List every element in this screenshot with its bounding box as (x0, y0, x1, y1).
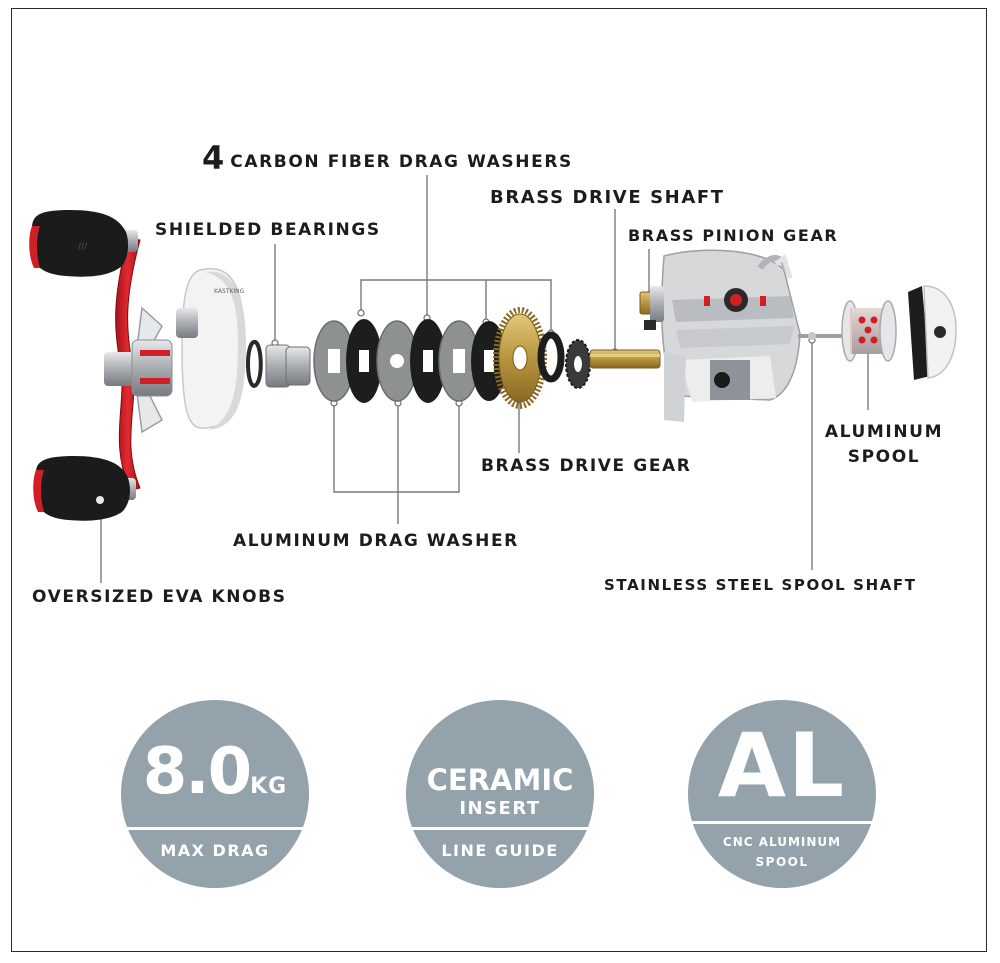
aluminum-spool-line2: SPOOL (847, 446, 921, 467)
carbon-drag-washer-4 (537, 331, 565, 383)
label-shielded-bearings: SHIELDED BEARINGS (155, 220, 381, 240)
al-caption-line1: CNC ALUMINUM (722, 835, 842, 849)
small-clip (246, 339, 263, 389)
brass-drive-shaft (589, 349, 661, 369)
aluminum-spool (841, 300, 897, 362)
side-plate: KASTKING (176, 267, 246, 430)
label-brass-drive-shaft: BRASS DRIVE SHAFT (490, 187, 725, 208)
svg-text:KASTKING: KASTKING (214, 288, 245, 295)
ceramic-line1: CERAMIC (426, 763, 574, 797)
drag-value-group: 8.0KG (121, 740, 309, 804)
eva-knob-bottom (33, 456, 130, 521)
carbon-drag-washer-1 (346, 319, 382, 403)
aluminum-drag-washer-1 (313, 320, 355, 402)
drag-value: 8.0 (142, 735, 252, 809)
stainless-steel-spool-shaft (798, 332, 848, 340)
al-big-text: AL (717, 714, 847, 817)
label-oversized-eva-knobs: OVERSIZED EVA KNOBS (32, 587, 287, 607)
al-caption-line2: SPOOL (755, 855, 809, 869)
spool-side-cover (908, 285, 957, 380)
carbon-drag-washer-2 (410, 319, 446, 403)
badge-ceramic-line-guide: CERAMIC INSERT LINE GUIDE (406, 700, 594, 888)
carbon-fiber-count: 4 (202, 139, 225, 177)
carbon-fiber-text: CARBON FIBER DRAG WASHERS (230, 152, 573, 172)
ceramic-caption: LINE GUIDE (441, 841, 559, 860)
drag-caption: MAX DRAG (160, 841, 270, 860)
label-brass-drive-gear: BRASS DRIVE GEAR (481, 456, 692, 476)
brass-pinion-gear (639, 286, 664, 330)
aluminum-spool-line1: ALUMINUM (824, 422, 944, 442)
badge-max-drag: 8.0KG MAX DRAG (121, 700, 309, 888)
label-aluminum-spool: ALUMINUM SPOOL (822, 420, 946, 469)
badge-cnc-aluminum-spool: AL CNC ALUMINUM SPOOL (688, 700, 876, 888)
reel-frame (660, 249, 801, 422)
label-brass-pinion-gear: BRASS PINION GEAR (628, 226, 839, 245)
image-frame (11, 8, 987, 952)
drag-unit: KG (250, 774, 288, 799)
brass-drive-gear (493, 307, 547, 409)
label-aluminum-drag-washer: ALUMINUM DRAG WASHER (233, 531, 519, 551)
eva-knob-top: /// (29, 210, 129, 277)
shielded-bearing-2 (285, 346, 311, 386)
svg-text:///: /// (78, 242, 88, 252)
ratchet-gear (565, 339, 591, 389)
label-stainless-steel-spool-shaft: STAINLESS STEEL SPOOL SHAFT (604, 576, 917, 594)
ceramic-line2: INSERT (459, 798, 541, 819)
